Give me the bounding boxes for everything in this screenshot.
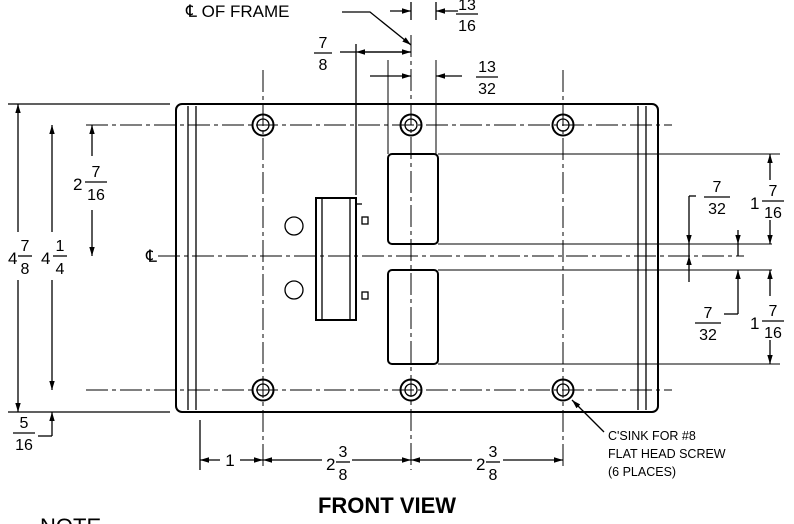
countersink-hole	[399, 113, 423, 137]
connector	[315, 197, 369, 321]
dim-2-3-8-b-whole: 2	[476, 455, 485, 474]
dim-2-3-8-b-num: 3	[489, 444, 498, 461]
plate-outline	[175, 103, 659, 413]
dim-7-32-upper: 7 32	[686, 179, 741, 256]
dim-7-32-lower-num: 7	[704, 305, 713, 322]
countersink-note-line-1: C'SINK FOR #8	[608, 429, 696, 443]
note-heading: NOTE	[40, 514, 101, 524]
dim-2-7-16: 2 7 16	[73, 125, 107, 256]
dim-1-7-16-lower: 1 7 16	[750, 270, 784, 364]
small-hole-upper	[284, 216, 304, 236]
dim-4-7-8-num: 7	[21, 238, 30, 255]
dim-1-7-16-lower-den: 16	[764, 325, 782, 342]
dim-1-7-16-upper-den: 16	[764, 205, 782, 222]
countersink-note-line-2: FLAT HEAD SCREW	[608, 447, 726, 461]
dim-7-8-num: 7	[319, 35, 328, 52]
dim-5-16-num: 5	[20, 415, 29, 432]
countersink-hole	[551, 113, 575, 137]
dim-4-7-8-whole: 4	[8, 249, 17, 268]
cutout-lower	[387, 269, 439, 365]
dim-2-3-8-a-den: 8	[339, 467, 348, 484]
dim-2-7-16-num: 7	[92, 164, 101, 181]
dim-7-32-upper-num: 7	[713, 179, 722, 196]
dim-5-16: 5 16	[13, 412, 55, 454]
dim-2-3-8-b-den: 8	[489, 467, 498, 484]
dim-7-32-lower-den: 32	[699, 327, 717, 344]
dim-1-7-16-lower-whole: 1	[750, 314, 759, 333]
dim-1-7-16-upper: 1 7 16	[750, 154, 784, 244]
dim-13-16-top-den: 16	[458, 18, 476, 35]
dim-2-3-8-a: 2 3 8	[263, 444, 411, 484]
countersink-holes	[251, 113, 575, 402]
countersink-hole	[251, 378, 275, 402]
view-title: FRONT VIEW	[318, 493, 456, 518]
dim-2-3-8-a-whole: 2	[326, 455, 335, 474]
dim-4-1-4: 4 1 4	[41, 125, 67, 390]
dim-7-32-lower: 7 32	[686, 244, 741, 344]
dim-4-1-4-num: 1	[56, 238, 65, 255]
dim-4-1-4-den: 4	[56, 261, 65, 278]
countersink-hole	[251, 113, 275, 137]
dim-5-16-den: 16	[15, 437, 33, 454]
dim-2-3-8-b: 2 3 8	[411, 444, 563, 484]
dim-7-8-den: 8	[319, 57, 328, 74]
dim-13-32-num: 13	[478, 59, 496, 76]
centerline-symbol: ℄	[145, 247, 157, 266]
dim-2-7-16-den: 16	[87, 187, 105, 204]
dim-13-32-top: 13 32	[370, 59, 498, 98]
cutout-upper	[387, 153, 439, 245]
dim-13-16-top-num: 13	[458, 0, 476, 14]
dim-4-7-8: 4 7 8	[8, 104, 32, 412]
dim-13-32-den: 32	[478, 81, 496, 98]
countersink-note-line-3: (6 PLACES)	[608, 465, 676, 479]
frame-centerline-label: ℄ OF FRAME	[185, 2, 289, 21]
dim-1-label: 1	[225, 451, 234, 470]
dim-7-32-upper-den: 32	[708, 201, 726, 218]
dim-2-3-8-a-num: 3	[339, 444, 348, 461]
dim-2-7-16-whole: 2	[73, 175, 82, 194]
dim-1: 1	[200, 451, 263, 470]
countersink-hole	[551, 378, 575, 402]
dim-7-8-top: 7 8	[314, 35, 411, 195]
dim-1-7-16-upper-whole: 1	[750, 194, 759, 213]
dim-13-16-top: 13 16	[390, 0, 478, 35]
countersink-note: C'SINK FOR #8 FLAT HEAD SCREW (6 PLACES)	[571, 399, 726, 479]
dim-4-1-4-whole: 4	[41, 249, 50, 268]
countersink-hole	[399, 378, 423, 402]
center-lines	[86, 35, 744, 470]
dim-1-7-16-lower-num: 7	[769, 303, 778, 320]
dim-left-extensions	[8, 103, 170, 413]
frame-centerline-callout: ℄ OF FRAME	[185, 2, 412, 46]
small-hole-lower	[284, 280, 304, 300]
dim-1-7-16-upper-num: 7	[769, 183, 778, 200]
dim-4-7-8-den: 8	[21, 261, 30, 278]
